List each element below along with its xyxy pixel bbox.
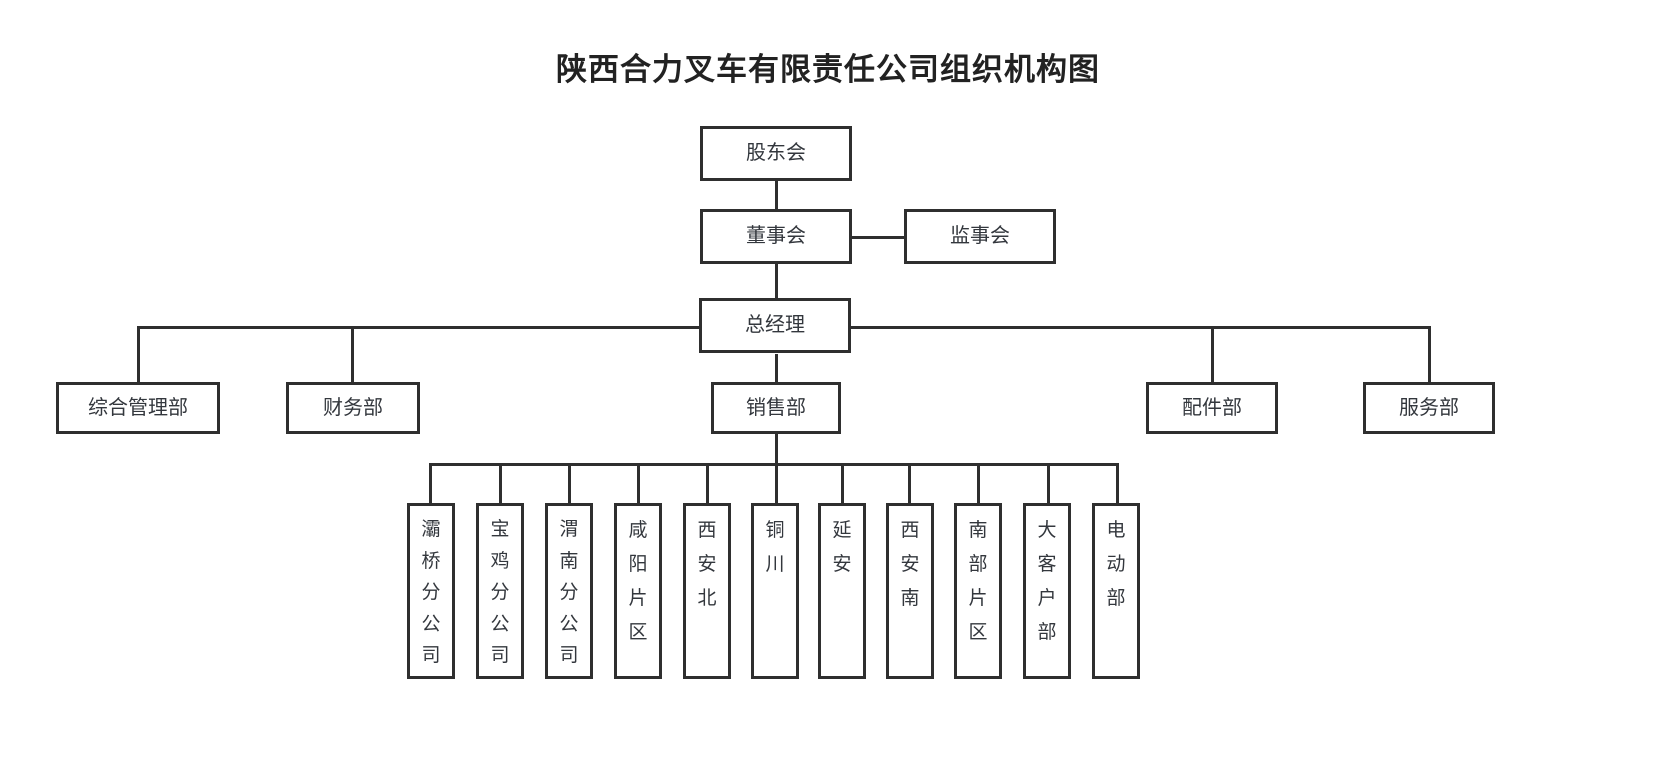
connector-gm-bus-right bbox=[851, 326, 1431, 329]
node-label: 南部片区 bbox=[968, 520, 988, 643]
node-label: 西安南 bbox=[900, 520, 920, 609]
connector-drop-parts bbox=[1211, 326, 1214, 383]
node-general-manager[interactable]: 总经理 bbox=[699, 298, 851, 353]
connector-drop-admin bbox=[137, 326, 140, 383]
node-board-of-directors[interactable]: 董事会 bbox=[700, 209, 852, 264]
node-dept-parts[interactable]: 配件部 bbox=[1146, 382, 1278, 434]
node-dept-sales[interactable]: 销售部 bbox=[711, 382, 841, 434]
connector-drop-diandong bbox=[1116, 463, 1119, 503]
connector-sales-stem bbox=[775, 430, 778, 465]
connector-drop-bachiao bbox=[429, 463, 432, 503]
connector-gm-bus-left bbox=[137, 326, 702, 329]
node-dept-admin[interactable]: 综合管理部 bbox=[56, 382, 220, 434]
node-board-of-supervisors[interactable]: 监事会 bbox=[904, 209, 1056, 264]
node-label: 电动部 bbox=[1106, 520, 1126, 609]
node-label: 渭南分公司 bbox=[559, 519, 579, 667]
node-sales-xiannan[interactable]: 西安南 bbox=[886, 503, 934, 679]
connector-sales-bus bbox=[429, 463, 1117, 466]
node-sales-tongchuan[interactable]: 铜川 bbox=[751, 503, 799, 679]
connector-drop-service bbox=[1428, 326, 1431, 383]
connector-drop-nanbu bbox=[977, 463, 980, 503]
node-shareholders[interactable]: 股东会 bbox=[700, 126, 852, 181]
page-title: 陕西合力叉车有限责任公司组织机构图 bbox=[556, 52, 1100, 87]
connector-drop-baoji bbox=[499, 463, 502, 503]
node-sales-bachiao[interactable]: 灞桥分公司 bbox=[407, 503, 455, 679]
node-sales-xianbei[interactable]: 西安北 bbox=[683, 503, 731, 679]
connector-drop-weinan bbox=[568, 463, 571, 503]
node-sales-xianyang[interactable]: 咸阳片区 bbox=[614, 503, 662, 679]
node-dept-finance[interactable]: 财务部 bbox=[286, 382, 420, 434]
connector-board-supervisors bbox=[851, 236, 907, 239]
node-sales-baoji[interactable]: 宝鸡分公司 bbox=[476, 503, 524, 679]
node-label: 西安北 bbox=[697, 520, 717, 609]
connector-drop-xianbei bbox=[706, 463, 709, 503]
connector-drop-finance bbox=[351, 326, 354, 383]
node-label: 宝鸡分公司 bbox=[490, 519, 510, 667]
node-label: 大客户部 bbox=[1037, 520, 1057, 643]
connector-drop-sales bbox=[775, 354, 778, 383]
node-sales-weinan[interactable]: 渭南分公司 bbox=[545, 503, 593, 679]
connector-board-gm bbox=[775, 263, 778, 298]
connector-drop-dakehu bbox=[1047, 463, 1050, 503]
node-sales-dakehu[interactable]: 大客户部 bbox=[1023, 503, 1071, 679]
connector-drop-tongchuan bbox=[775, 463, 778, 503]
node-sales-diandong[interactable]: 电动部 bbox=[1092, 503, 1140, 679]
node-dept-service[interactable]: 服务部 bbox=[1363, 382, 1495, 434]
connector-drop-yanan bbox=[841, 463, 844, 503]
node-label: 延安 bbox=[832, 520, 852, 575]
node-label: 铜川 bbox=[765, 520, 785, 575]
node-sales-nanbu[interactable]: 南部片区 bbox=[954, 503, 1002, 679]
connector-shareholders-board bbox=[775, 180, 778, 212]
node-label: 灞桥分公司 bbox=[421, 519, 441, 667]
connector-drop-xianyang bbox=[637, 463, 640, 503]
node-sales-yanan[interactable]: 延安 bbox=[818, 503, 866, 679]
connector-drop-xiannan bbox=[908, 463, 911, 503]
node-label: 咸阳片区 bbox=[628, 520, 648, 643]
